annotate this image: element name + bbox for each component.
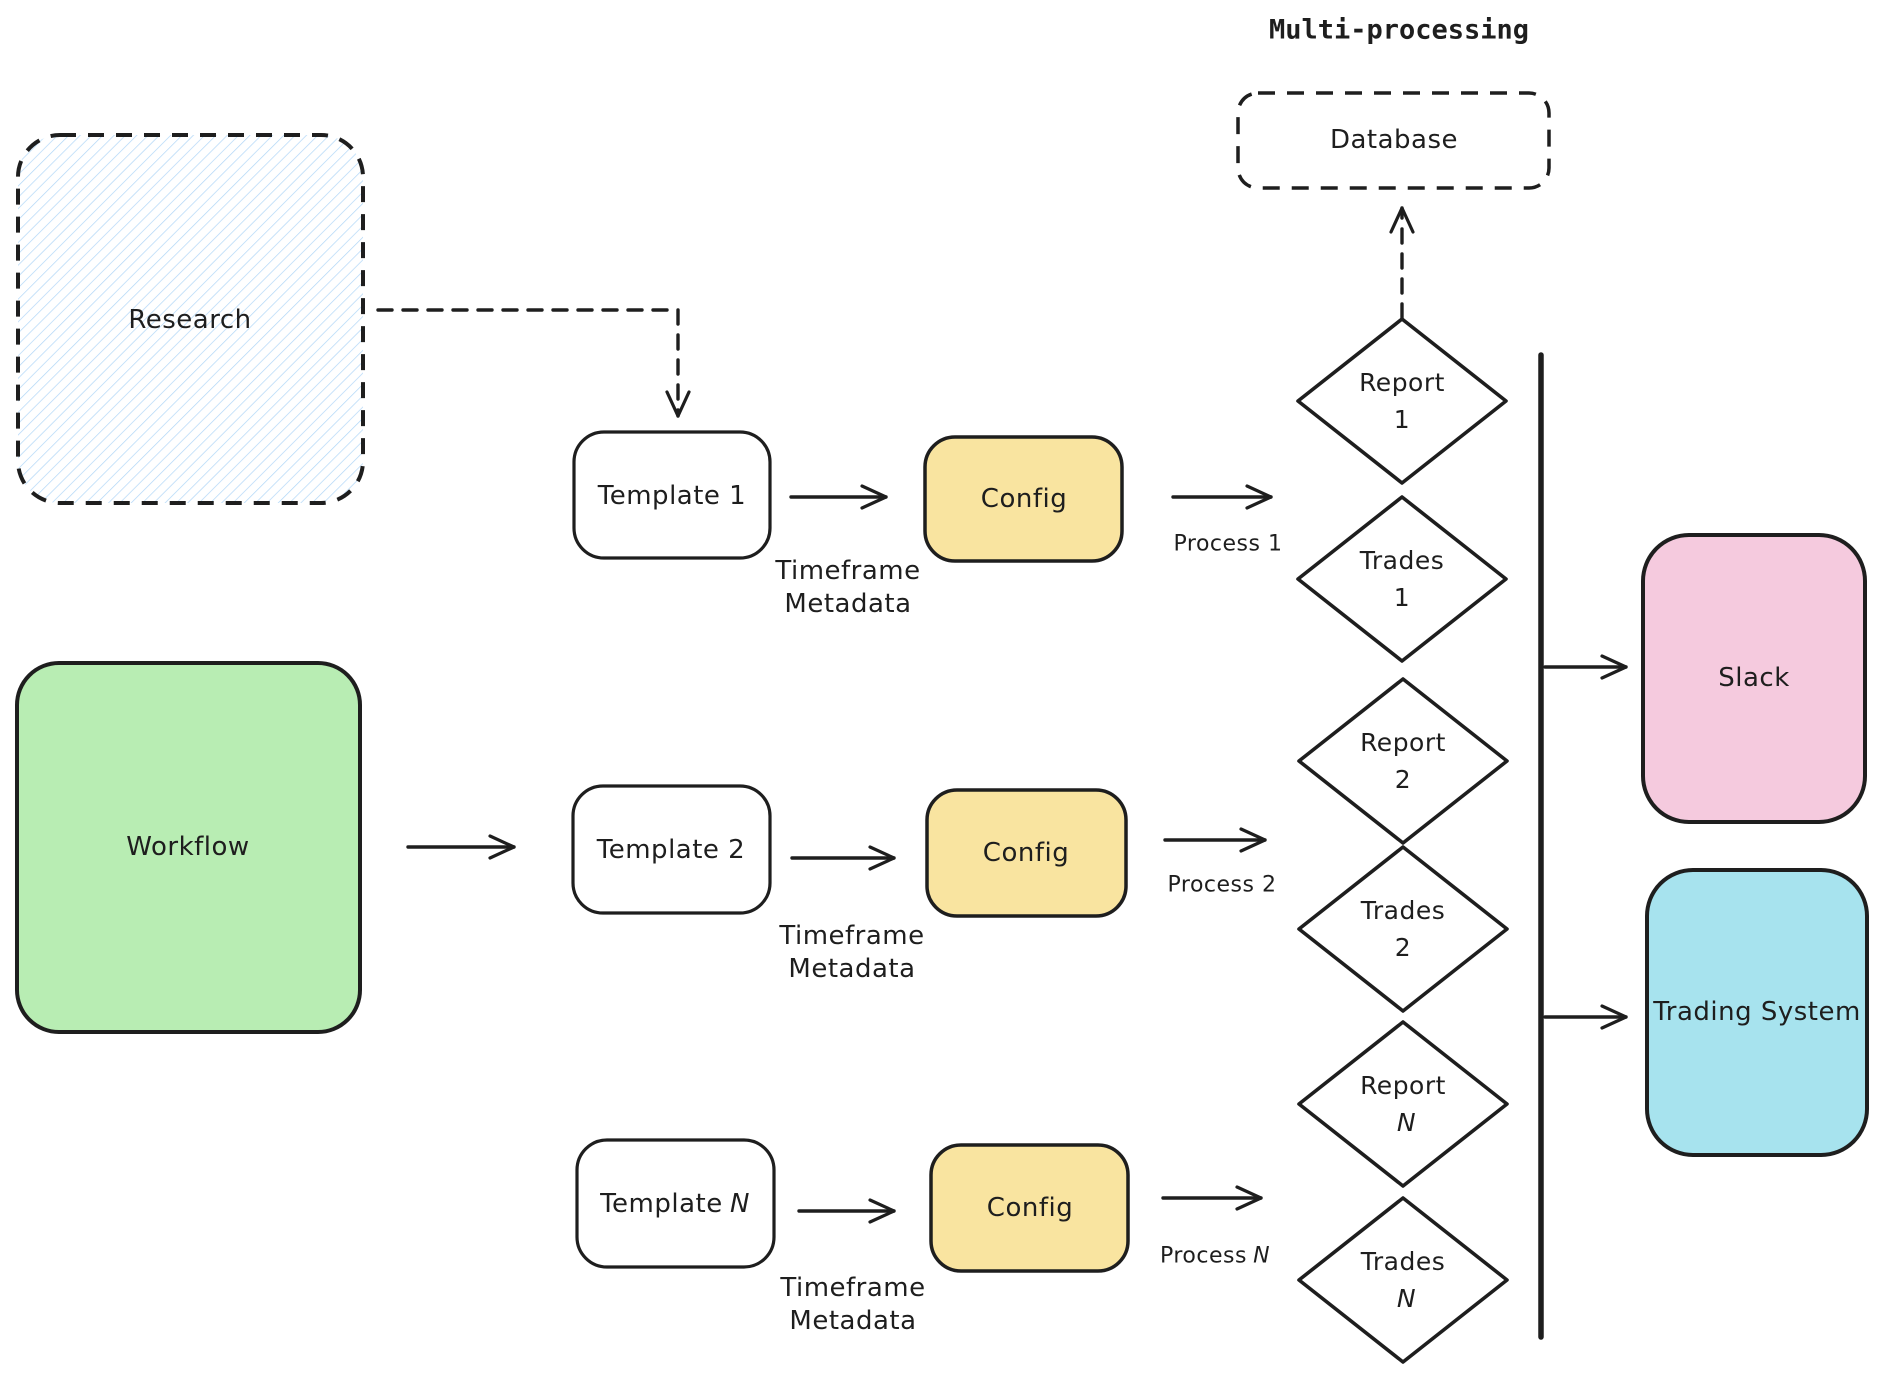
diamond-line1: Report <box>1359 368 1445 397</box>
diamond-report-2-label: Report 2 <box>1360 724 1446 798</box>
diagram-title: Multi-processing <box>1268 14 1530 46</box>
database-label: Database <box>1329 125 1459 155</box>
database-box <box>1236 91 1551 190</box>
workflow-label: Workflow <box>126 832 250 862</box>
diamond-line1: Trades <box>1359 546 1445 575</box>
process-n-label-n: N <box>1253 1243 1271 1269</box>
metadata-line: Metadata <box>788 954 916 984</box>
arrow-research-to-template1 <box>376 308 691 418</box>
diamond-line2: 1 <box>1393 583 1411 612</box>
research-label: Research <box>128 305 252 335</box>
template-n-label-n: N <box>729 1189 750 1219</box>
diamond-line1: Trades <box>1360 896 1446 925</box>
edge-label-timeframe-metadata-1: Timeframe Metadata <box>775 555 920 621</box>
research-box <box>16 133 365 505</box>
timeframe-line: Timeframe <box>775 556 921 586</box>
diamond-line2: N <box>1396 1284 1417 1313</box>
config-1-box <box>923 435 1124 563</box>
diamond-line1: Trades <box>1360 1247 1446 1276</box>
template-2-box <box>571 784 772 915</box>
trading-system-label: Trading System <box>1653 997 1861 1027</box>
process-2-label: Process 2 <box>1167 872 1277 898</box>
slack-label: Slack <box>1718 663 1790 693</box>
diamond-report-1-label: Report 1 <box>1359 364 1445 438</box>
diamond-trades-n-label: Trades N <box>1361 1243 1445 1317</box>
edge-label-timeframe-metadata-n: Timeframe Metadata <box>780 1272 925 1338</box>
diamond-line2: 2 <box>1394 765 1412 794</box>
template-n-box <box>575 1138 776 1269</box>
diamond-trades-1-label: Trades 1 <box>1360 542 1444 616</box>
config-n-box <box>929 1143 1130 1273</box>
template-1-box <box>572 430 772 560</box>
config-2-box <box>925 788 1128 918</box>
metadata-line: Metadata <box>789 1306 917 1336</box>
diamond-line2: N <box>1396 1108 1417 1137</box>
template-1-label: Template 1 <box>597 481 747 511</box>
trading-system-box <box>1645 868 1869 1157</box>
timeframe-line: Timeframe <box>779 921 925 951</box>
diamond-trades-1 <box>1296 495 1508 663</box>
config-n-label: Config <box>986 1193 1074 1223</box>
diamond-report-2 <box>1297 677 1509 845</box>
config-2-label: Config <box>982 838 1070 868</box>
timeframe-line: Timeframe <box>780 1273 926 1303</box>
metadata-line: Metadata <box>784 589 912 619</box>
workflow-box <box>15 661 362 1034</box>
process-1-label: Process 1 <box>1173 531 1283 557</box>
diamond-line1: Report <box>1360 1071 1446 1100</box>
template-2-label: Template 2 <box>596 835 746 865</box>
template-n-label-base: Template <box>600 1189 723 1219</box>
diamond-report-1 <box>1296 317 1508 485</box>
diamond-trades-n <box>1297 1196 1509 1364</box>
diamond-trades-2-label: Trades 2 <box>1361 892 1445 966</box>
process-n-label-base: Process <box>1159 1243 1247 1269</box>
diamond-line2: 2 <box>1394 933 1412 962</box>
edge-label-timeframe-metadata-2: Timeframe Metadata <box>779 920 924 986</box>
slack-box <box>1641 533 1867 824</box>
diamond-report-n <box>1297 1020 1509 1188</box>
diamond-report-n-label: Report N <box>1360 1067 1446 1141</box>
diamond-trades-2 <box>1297 845 1509 1013</box>
diamond-line2: 1 <box>1393 405 1411 434</box>
diamond-line1: Report <box>1360 728 1446 757</box>
config-1-label: Config <box>980 484 1068 514</box>
